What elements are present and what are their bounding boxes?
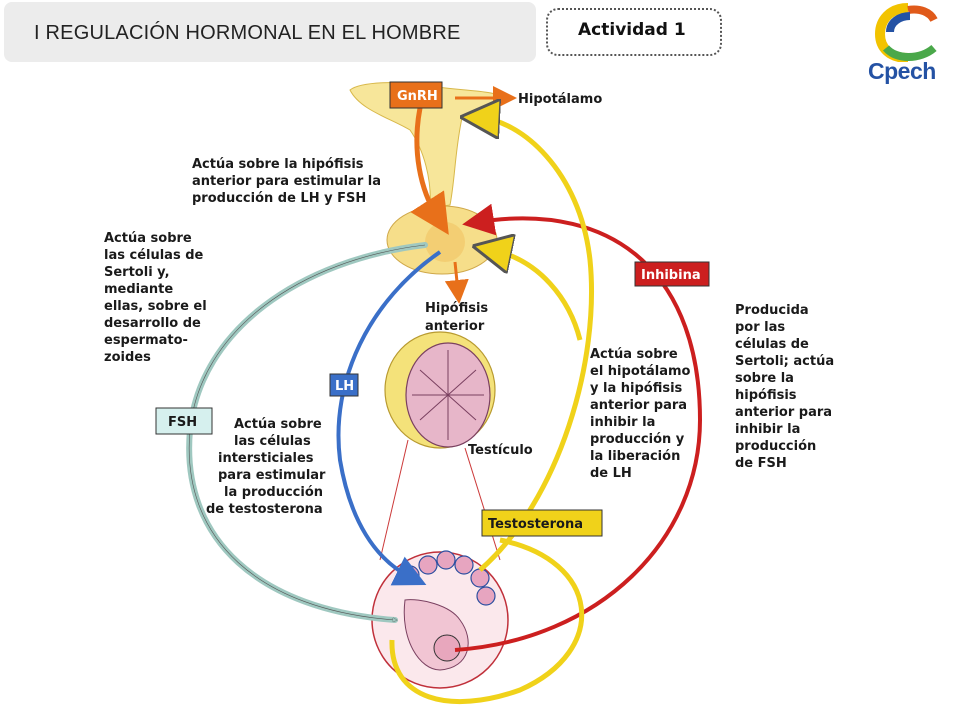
fsh-action-line: las células de: [104, 248, 204, 263]
page-title: I REGULACIÓN HORMONAL EN EL HOMBRE: [34, 22, 461, 44]
fsh-action-line: mediante: [104, 282, 173, 297]
title-banner: I REGULACIÓN HORMONAL EN EL HOMBRE: [4, 2, 536, 62]
lh-action-text: Actúa sobre las células intersticiales p…: [206, 417, 326, 517]
inhibina-tag-label: Inhibina: [641, 268, 701, 283]
testosterona-action-line: producción y: [590, 432, 685, 447]
testosterona-action-line: anterior para: [590, 398, 687, 413]
testis-illustration: [384, 331, 496, 449]
inhibina-action-line: sobre la: [735, 371, 794, 386]
inhibina-action-line: por las: [735, 320, 785, 335]
testosterona-tag-label: Testosterona: [488, 517, 583, 532]
lh-action-line: de testosterona: [206, 502, 323, 517]
testosterona-tag: Testosterona: [481, 509, 603, 537]
inhibina-tag: Inhibina: [634, 261, 710, 287]
fsh-action-line: desarrollo de: [104, 316, 201, 331]
inhibina-arrow: [454, 203, 703, 652]
testosterona-action-line: Actúa sobre: [590, 347, 678, 362]
fsh-action-line: espermato-: [104, 333, 188, 348]
testosterona-action-line: de LH: [590, 466, 632, 481]
pituitary-down-arrow: [444, 261, 469, 304]
gnrh-tag-label: GnRH: [397, 89, 438, 104]
lh-tag: LH: [329, 373, 359, 397]
inhibina-action-line: hipófisis: [735, 388, 797, 403]
inhibina-action-line: Producida: [735, 303, 809, 318]
testosterona-to-hypothalamus-arrow: [480, 118, 595, 572]
inhibina-action-line: inhibir la: [735, 422, 800, 437]
testosterona-to-pituitary-arrow: [492, 250, 583, 341]
cpech-logo: Cpech: [860, 2, 956, 88]
lh-action-line: Actúa sobre: [234, 417, 322, 432]
logo-text: Cpech: [868, 58, 936, 84]
zoom-line-left: [379, 439, 409, 561]
gnrh-action-line: producción de LH y FSH: [192, 191, 366, 206]
fsh-tag-label: FSH: [168, 415, 197, 430]
lh-action-line: las células: [234, 434, 311, 449]
hipofisis-label-line1: Hipófisis: [425, 301, 488, 316]
hipofisis-label-line2: anterior: [425, 319, 485, 334]
gnrh-tag: GnRH: [389, 81, 443, 109]
gnrh-action-line: anterior para estimular la: [192, 174, 381, 189]
testiculo-label: Testículo: [468, 443, 533, 458]
testosterona-action-line: inhibir la: [590, 415, 655, 430]
gnrh-action-line: Actúa sobre la hipófisis: [192, 157, 364, 172]
fsh-action-line: zoides: [104, 350, 151, 365]
lh-tag-label: LH: [335, 379, 354, 394]
tubule-detail: [371, 550, 509, 689]
inhibina-action-line: de FSH: [735, 456, 787, 471]
inhibina-action-line: Sertoli; actúa: [735, 354, 834, 369]
testosterona-loop-arrow: [389, 537, 585, 704]
cpech-logo-icon: [874, 3, 938, 63]
pituitary-gland: [386, 205, 498, 275]
testosterona-action-text: Actúa sobre el hipotálamo y la hipófisis…: [590, 347, 691, 481]
fsh-action-line: Sertoli y,: [104, 265, 170, 280]
fsh-action-line: ellas, sobre el: [104, 299, 207, 314]
testosterona-action-line: y la hipófisis: [590, 381, 683, 396]
testosterona-action-line: la liberación: [590, 449, 680, 464]
inhibina-action-line: producción: [735, 439, 816, 454]
inhibina-action-text: Producida por las células de Sertoli; ac…: [735, 303, 834, 471]
hipotalamo-label: Hipotálamo: [518, 92, 602, 107]
gnrh-action-text: Actúa sobre la hipófisis anterior para e…: [192, 157, 381, 206]
fsh-action-text: Actúa sobre las células de Sertoli y, me…: [104, 231, 207, 365]
zoom-line-right: [464, 447, 501, 561]
activity-badge: Actividad 1: [546, 8, 722, 56]
activity-label: Actividad 1: [578, 20, 686, 40]
fsh-tag: FSH: [155, 407, 213, 435]
inhibina-action-line: células de: [735, 337, 809, 352]
testosterona-action-line: el hipotálamo: [590, 364, 691, 379]
inhibina-action-line: anterior para: [735, 405, 832, 420]
lh-action-line: la producción: [224, 485, 323, 500]
fsh-action-line: Actúa sobre: [104, 231, 192, 246]
lh-action-line: intersticiales: [218, 451, 314, 466]
gnrh-arrow: [410, 107, 449, 235]
lh-arrow: [336, 250, 442, 586]
lh-action-line: para estimular: [218, 468, 326, 483]
